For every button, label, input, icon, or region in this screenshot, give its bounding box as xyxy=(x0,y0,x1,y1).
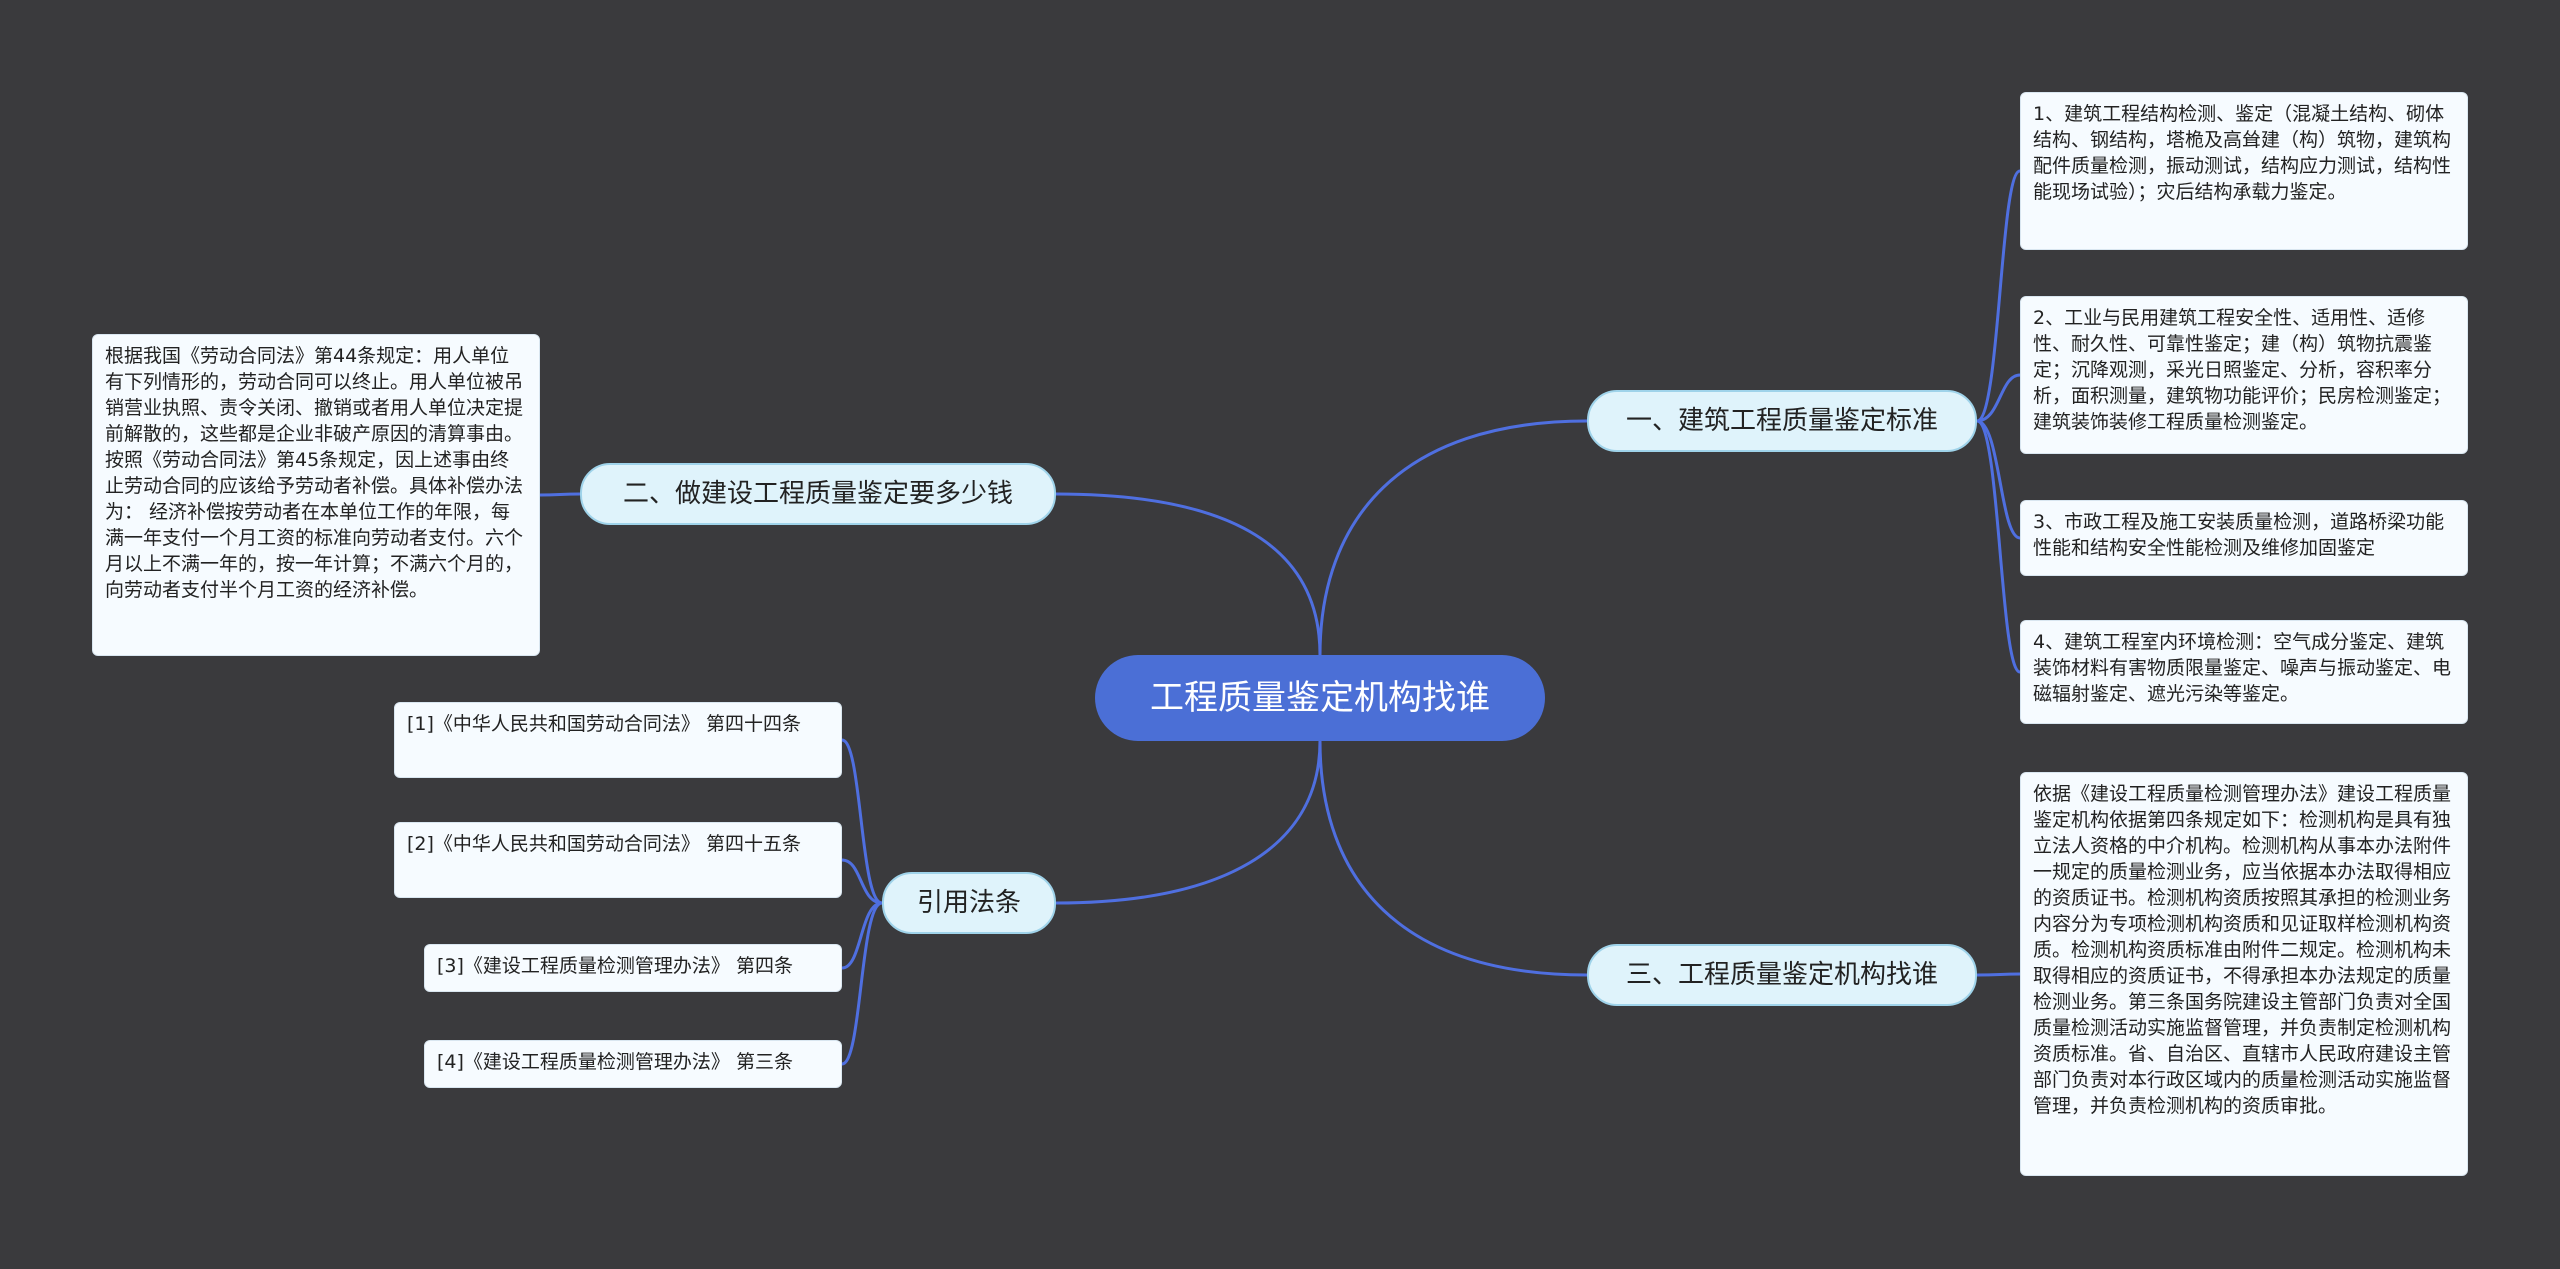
cited-leaf-line-4 xyxy=(841,901,883,1066)
root-topic[interactable]: 工程质量鉴定机构找谁 xyxy=(1095,655,1545,741)
cost-leaf-line xyxy=(539,492,581,497)
leaf-standard-2[interactable]: 2、工业与民用建筑工程安全性、适用性、适修性、耐久性、可靠性鉴定；建（构）筑物抗… xyxy=(2020,296,2468,454)
standards-leaf-line-4 xyxy=(1976,419,2021,674)
branch-cited-laws[interactable]: 引用法条 xyxy=(882,872,1056,934)
who-leaf-line xyxy=(1976,972,2021,977)
leaf-citation-4[interactable]: [4]《建设工程质量检测管理办法》 第三条 xyxy=(424,1040,842,1088)
leaf-citation-3[interactable]: [3]《建设工程质量检测管理办法》 第四条 xyxy=(424,944,842,992)
cited-leaf-line-3 xyxy=(841,901,883,970)
standards-leaf-line-1 xyxy=(1976,169,2021,423)
leaf-standard-4[interactable]: 4、建筑工程室内环境检测：空气成分鉴定、建筑装饰材料有害物质限量鉴定、噪声与振动… xyxy=(2020,620,2468,724)
leaf-regulation-text[interactable]: 依据《建设工程质量检测管理办法》建设工程质量鉴定机构依据第四条规定如下：检测机构… xyxy=(2020,772,2468,1176)
leaf-standard-3[interactable]: 3、市政工程及施工安装质量检测，道路桥梁功能性能和结构安全性能检测及维修加固鉴定 xyxy=(2020,500,2468,576)
leaf-labor-law-text[interactable]: 根据我国《劳动合同法》第44条规定：用人单位有下列情形的，劳动合同可以终止。用人… xyxy=(92,334,540,656)
root-to-cited-line xyxy=(1055,740,1322,905)
leaf-citation-1[interactable]: [1]《中华人民共和国劳动合同法》 第四十四条 xyxy=(394,702,842,778)
branch-cost[interactable]: 二、做建设工程质量鉴定要多少钱 xyxy=(580,463,1056,525)
standards-leaf-line-3 xyxy=(1976,419,2021,540)
cited-leaf-line-2 xyxy=(841,858,883,905)
root-to-standards-line xyxy=(1318,419,1588,656)
leaf-citation-2[interactable]: [2]《中华人民共和国劳动合同法》 第四十五条 xyxy=(394,822,842,898)
branch-quality-standards[interactable]: 一、建筑工程质量鉴定标准 xyxy=(1587,390,1977,452)
cited-leaf-line-1 xyxy=(841,738,883,905)
root-to-cost-line xyxy=(1055,492,1322,656)
standards-leaf-line-2 xyxy=(1976,373,2021,423)
root-to-who-line xyxy=(1318,740,1588,977)
branch-who-to-find[interactable]: 三、工程质量鉴定机构找谁 xyxy=(1587,944,1977,1006)
leaf-standard-1[interactable]: 1、建筑工程结构检测、鉴定（混凝土结构、砌体结构、钢结构，塔桅及高耸建（构）筑物… xyxy=(2020,92,2468,250)
